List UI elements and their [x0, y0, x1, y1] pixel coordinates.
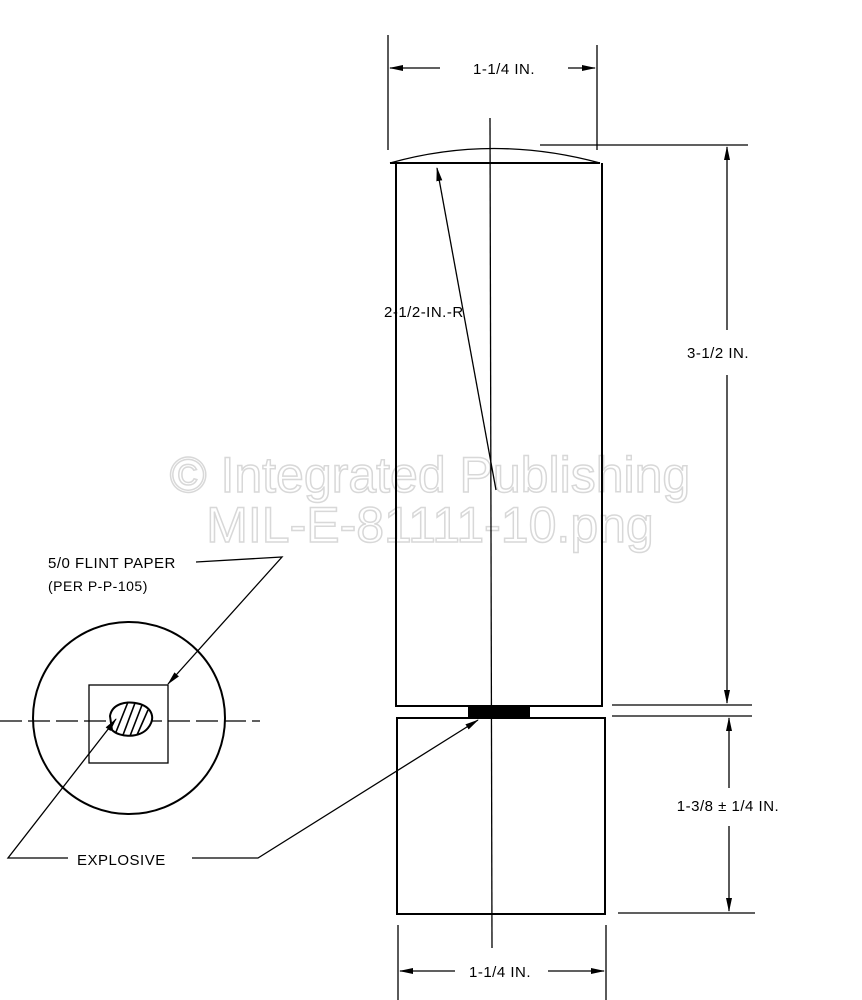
watermark-line1: © Integrated Publishing — [170, 447, 691, 503]
bottom-width-dimension: 1-1/4 IN. — [397, 925, 607, 1000]
watermark-line2: MIL-E-81111-10.png — [206, 497, 654, 553]
top-width-label: 1-1/4 IN. — [473, 61, 535, 78]
radius-dimension: 2-1/2-IN.-R — [384, 167, 497, 491]
explosive-spot — [108, 701, 154, 737]
flint-paper-callout: 5/0 FLINT PAPER (PER P-P-105) — [48, 555, 284, 685]
radius-label: 2-1/2-IN.-R — [384, 304, 464, 321]
lower-height-label: 1-3/8 ± 1/4 IN. — [677, 798, 779, 815]
end-view-detail — [0, 621, 260, 815]
top-width-dimension: 1-1/4 IN. — [387, 35, 598, 150]
lower-height-dimension: 1-3/8 ± 1/4 IN. — [618, 717, 779, 914]
flint-paper-spec: (PER P-P-105) — [48, 578, 148, 594]
explosive-label: EXPLOSIVE — [77, 852, 166, 869]
watermark: © Integrated Publishing MIL-E-81111-10.p… — [169, 446, 691, 554]
center-line — [489, 117, 493, 949]
explosive-callout: EXPLOSIVE — [6, 718, 479, 869]
upper-height-dimension: 3-1/2 IN. — [540, 144, 752, 717]
upper-height-label: 3-1/2 IN. — [687, 345, 749, 362]
flint-paper-label: 5/0 FLINT PAPER — [48, 555, 176, 572]
bottom-width-label: 1-1/4 IN. — [469, 964, 531, 981]
upper-block — [389, 147, 603, 707]
explosive-charge — [468, 705, 530, 717]
lower-block — [396, 717, 606, 915]
